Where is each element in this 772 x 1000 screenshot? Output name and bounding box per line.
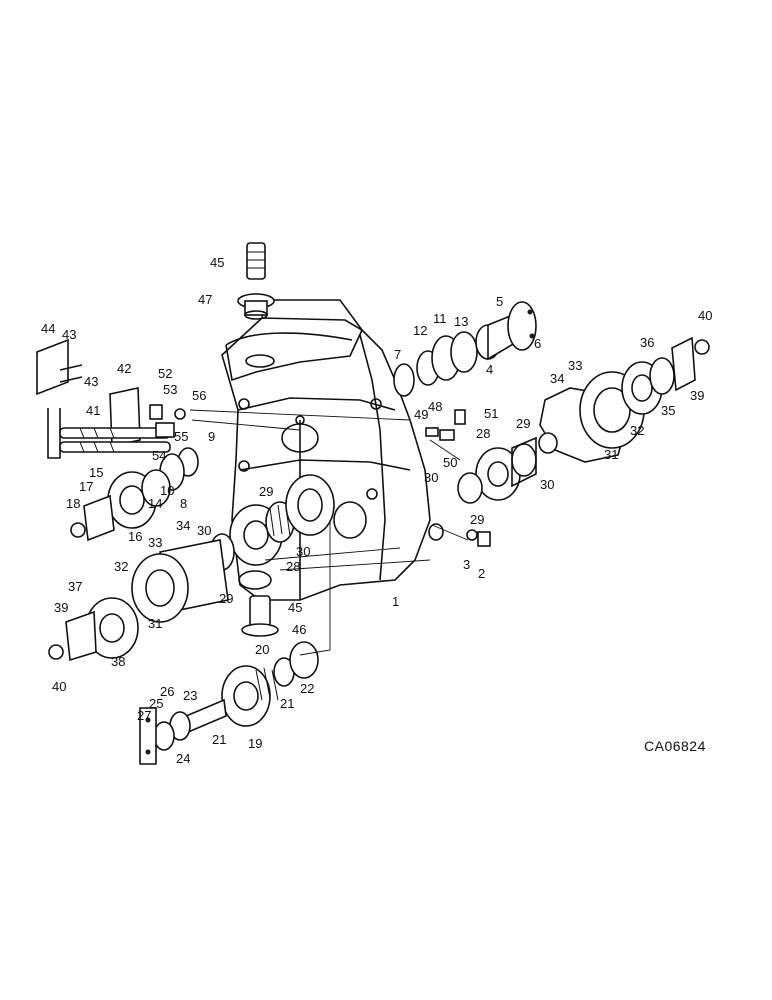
callout-18: 18 [66,496,80,511]
callout-47: 47 [198,292,212,307]
callout-8: 8 [180,496,187,511]
callout-56: 56 [192,388,206,403]
callout-42: 42 [117,361,131,376]
left-shift-parts [36,338,199,491]
callout-23: 23 [183,688,197,703]
callout-20: 20 [255,642,269,657]
callout-46: 46 [292,622,306,637]
callout-27: 27 [137,708,151,723]
callout-40b: 40 [52,679,66,694]
callout-54: 54 [152,448,166,463]
callout-48: 48 [428,399,442,414]
callout-29d: 29 [219,591,233,606]
lower-left-assembly [48,597,139,662]
callout-39b: 39 [54,600,68,615]
callout-19: 19 [248,736,262,751]
callout-33b: 33 [148,535,162,550]
callout-30b: 30 [424,470,438,485]
callout-55: 55 [174,429,188,444]
callout-49: 49 [414,407,428,422]
callout-43b: 43 [84,374,98,389]
callout-36: 36 [640,335,654,350]
callout-1: 1 [392,594,399,609]
callout-29b: 29 [470,512,484,527]
top-fitting-parts [237,242,275,320]
callout-21b: 21 [212,732,226,747]
callout-12: 12 [413,323,427,338]
callout-24: 24 [176,751,190,766]
callout-9: 9 [208,429,215,444]
callout-6: 6 [534,336,541,351]
callout-7: 7 [394,347,401,362]
leader-lines [189,409,469,656]
callout-11: 11 [433,311,447,326]
callout-29a: 29 [516,416,530,431]
callout-15: 15 [89,465,103,480]
callout-31a: 31 [604,447,618,462]
callout-37: 37 [68,579,82,594]
callout-17: 17 [79,479,93,494]
middle-right-gears [425,409,558,547]
callout-50: 50 [443,455,457,470]
callout-30d: 30 [197,523,211,538]
right-output-assembly [539,336,710,463]
callout-26: 26 [160,684,174,699]
callout-43a: 43 [62,327,76,342]
callout-41: 41 [86,403,100,418]
callout-40a: 40 [698,308,712,323]
upper-shaft-assembly [393,301,537,397]
callout-35: 35 [661,403,675,418]
diagram-reference-code: CA06824 [644,738,706,754]
callout-30c: 30 [296,544,310,559]
callout-34b: 34 [176,518,190,533]
callout-22: 22 [300,681,314,696]
callout-25: 25 [149,696,163,711]
callout-labels: 1 2 3 4 5 6 7 8 9 10 11 12 13 14 15 16 1… [41,255,712,766]
lower-shaft-assembly [139,595,319,765]
callout-5: 5 [496,294,503,309]
callout-14: 14 [148,496,162,511]
callout-29c: 29 [259,484,273,499]
callout-21a: 21 [280,696,294,711]
middle-left-assembly [131,474,335,623]
callout-51: 51 [484,406,498,421]
callout-45a: 45 [210,255,224,270]
callout-30a: 30 [540,477,554,492]
callout-2: 2 [478,566,485,581]
left-input-assembly [70,469,171,542]
callout-34a: 34 [550,371,564,386]
callout-16: 16 [128,529,142,544]
callout-3: 3 [463,557,470,572]
callout-44: 44 [41,321,55,336]
callout-45b: 45 [288,600,302,615]
callout-31b: 31 [148,616,162,631]
callout-28b: 28 [286,559,300,574]
callout-52: 52 [158,366,172,381]
callout-10: 10 [160,483,174,498]
callout-32b: 32 [114,559,128,574]
callout-13: 13 [454,314,468,329]
callout-53: 53 [163,382,177,397]
callout-28a: 28 [476,426,490,441]
callout-33a: 33 [568,358,582,373]
callout-4: 4 [486,362,493,377]
callout-39a: 39 [690,388,704,403]
callout-38: 38 [111,654,125,669]
callout-32a: 32 [630,423,644,438]
